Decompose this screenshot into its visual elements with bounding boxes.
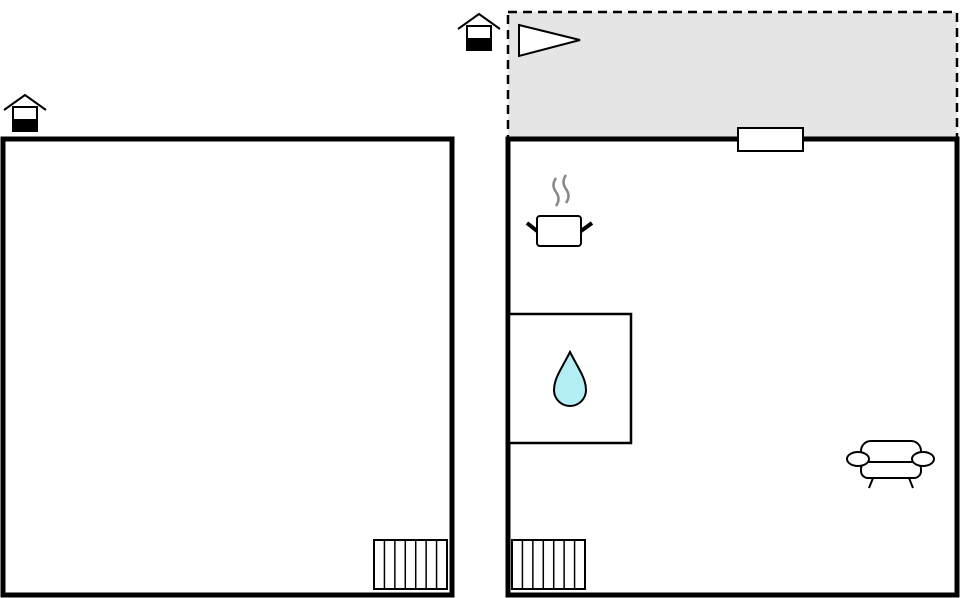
radiator-icon [373, 539, 448, 590]
window-icon [737, 127, 804, 152]
shower-area [507, 312, 633, 445]
terrace-area [506, 10, 959, 141]
left-room [0, 136, 455, 598]
radiator-icon [511, 539, 586, 590]
terrace-icon [518, 23, 581, 58]
kitchen-pot-icon [525, 174, 594, 247]
entrance-icon [457, 12, 501, 51]
sofa-icon [846, 440, 935, 489]
shower-water-drop-icon [552, 349, 588, 407]
entrance-icon [3, 93, 47, 132]
